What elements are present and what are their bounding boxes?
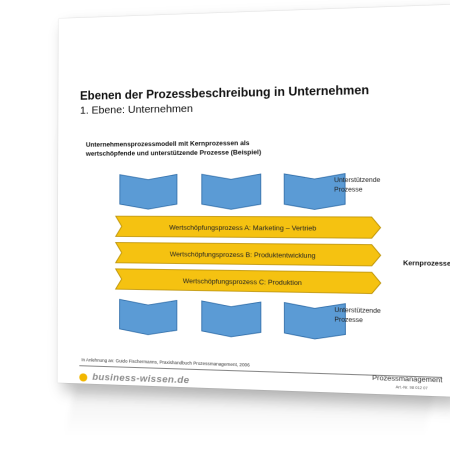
support-process-top-1: [120, 174, 177, 209]
core-process-group: Wertschöpfungsprozess A: Marketing – Ver…: [116, 216, 381, 294]
process-diagram: Wertschöpfungsprozess A: Marketing – Ver…: [57, 5, 450, 397]
support-process-bottom-3: [284, 303, 345, 340]
support-top-group: [120, 174, 345, 210]
support-bottom-group: [120, 299, 346, 339]
support-process-top-3: [284, 174, 345, 210]
process-label-a: Wertschöpfungsprozess A: Marketing – Ver…: [169, 224, 317, 232]
process-arrow-b: [116, 243, 381, 266]
support-label-top-line-1: Unterstützende: [334, 176, 381, 185]
process-label-b: Wertschöpfungsprozess B: Produktentwickl…: [170, 251, 316, 260]
document-page[interactable]: Ebenen der Prozessbeschreibung in Untern…: [57, 4, 450, 397]
support-label-bottom-line-1: Unterstützende: [334, 306, 381, 316]
process-arrow-a: [116, 216, 381, 238]
support-label-top-line-2: Prozesse: [334, 185, 363, 194]
brand-logo[interactable]: business-wissen.de: [79, 371, 189, 386]
support-process-top-2: [202, 174, 261, 209]
support-label-bottom: Unterstützende Prozesse: [334, 307, 380, 326]
support-process-bottom-2: [202, 301, 261, 338]
process-label-c: Wertschöpfungsprozess C: Produktion: [183, 278, 302, 287]
core-process-label: Kernprozesse: [403, 259, 450, 268]
support-process-bottom-1: [120, 299, 177, 335]
process-arrow-c: [116, 269, 381, 294]
brand-dot-icon: [79, 372, 88, 382]
support-label-top: Unterstützende Prozesse: [334, 177, 380, 195]
support-label-bottom-line-2: Prozesse: [334, 315, 363, 324]
